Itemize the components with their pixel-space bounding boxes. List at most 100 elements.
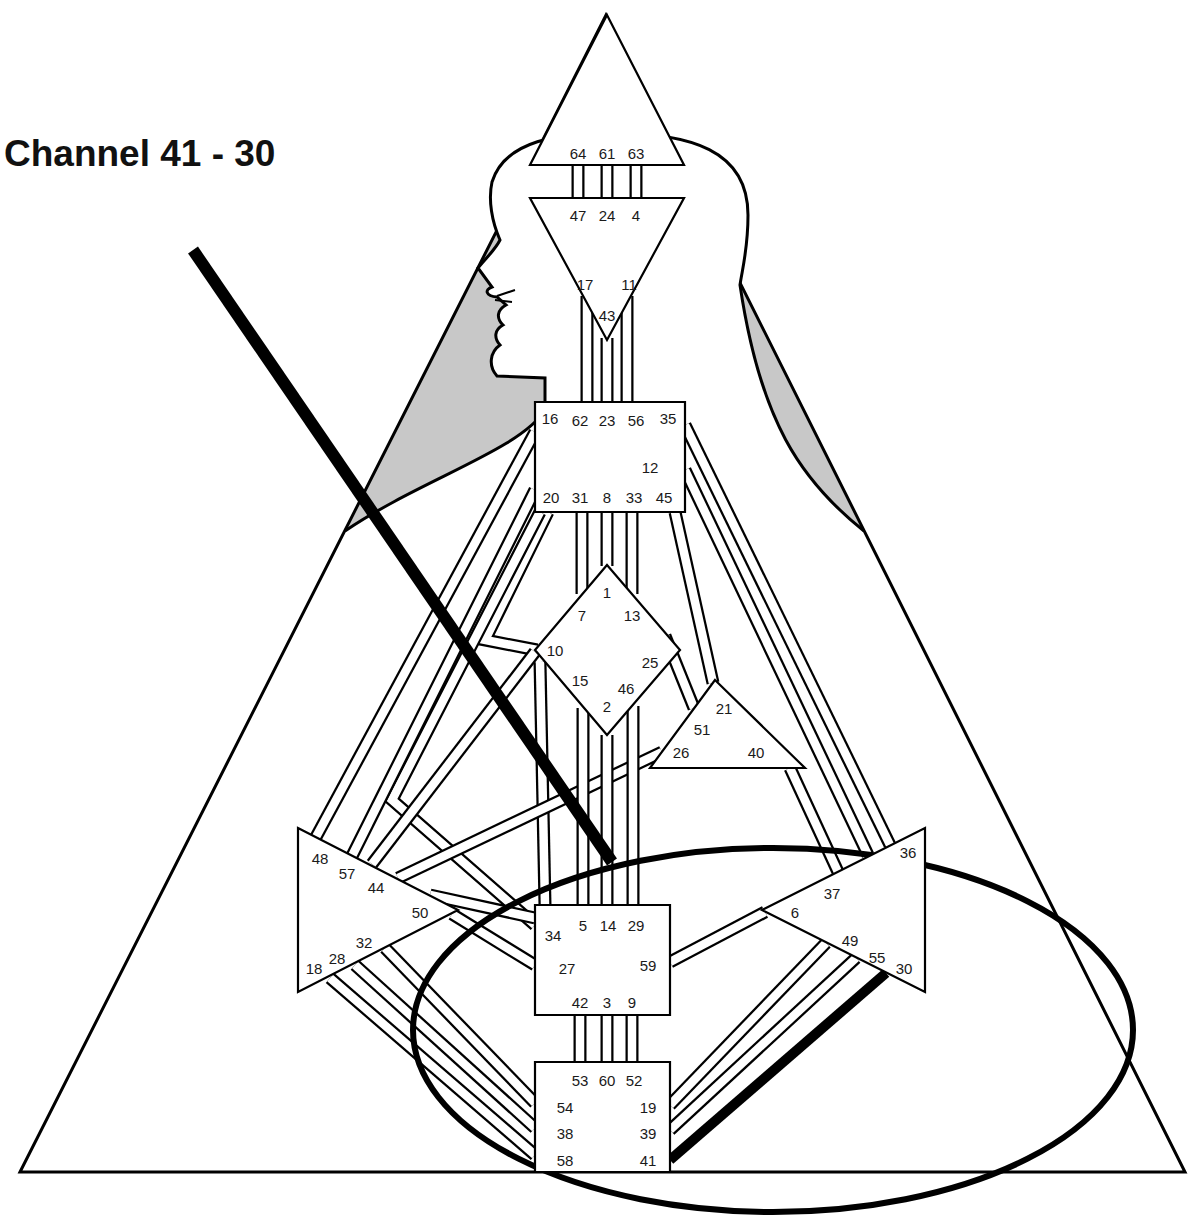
- gate-number: 1: [603, 585, 611, 600]
- center-shape: 536052541938395841: [535, 1062, 670, 1172]
- gate-number: 62: [572, 413, 589, 428]
- channel: [582, 512, 583, 594]
- channel: [330, 978, 535, 1155]
- channel-highlight: [670, 973, 886, 1160]
- gate-number: 47: [570, 208, 587, 223]
- channel-edge: [670, 943, 826, 1105]
- gate-number: 27: [559, 961, 576, 976]
- center-shape: 646163: [530, 15, 684, 165]
- gate-number: 56: [628, 413, 645, 428]
- channel-edge: [576, 512, 589, 594]
- gate-number: 26: [673, 745, 690, 760]
- center-outline: [762, 828, 925, 992]
- channel-edge: [398, 752, 662, 878]
- center-outline: [535, 1062, 670, 1172]
- channel-edge: [675, 512, 713, 683]
- gate-number: 58: [557, 1153, 574, 1168]
- channel-edge: [372, 652, 535, 864]
- channel-inner: [603, 338, 612, 402]
- channel-edge: [316, 432, 535, 837]
- gate-number: 32: [356, 935, 373, 950]
- channel-edge: [574, 1015, 587, 1062]
- gate-number: 16: [542, 411, 559, 426]
- center-shape: 48574450322818: [298, 828, 458, 992]
- channel-edge: [601, 165, 614, 198]
- channel: [632, 1015, 633, 1062]
- channel-inner: [790, 768, 838, 872]
- channel-edge: [790, 768, 838, 872]
- center-outline: [530, 15, 684, 165]
- channel-inner: [583, 296, 592, 402]
- gate-number: 9: [628, 995, 636, 1010]
- channel: [633, 706, 634, 905]
- center-shape: 36376495530: [762, 828, 925, 992]
- gate-number: 5: [579, 918, 587, 933]
- center-shape: 166223563512203183345: [535, 402, 685, 512]
- center-shape: 21512640: [650, 680, 805, 768]
- gate-number: 34: [545, 928, 562, 943]
- gate-number: 46: [618, 681, 635, 696]
- channel: [670, 943, 826, 1105]
- channel-inner: [670, 958, 856, 1130]
- gate-number: 13: [624, 608, 641, 623]
- channel-edge: [685, 425, 890, 845]
- channel-edge: [385, 948, 535, 1103]
- lips: [495, 290, 515, 302]
- channel: [540, 662, 545, 905]
- gate-number: 44: [368, 880, 385, 895]
- channel-edge: [601, 512, 614, 566]
- gate-number: 55: [869, 950, 886, 965]
- channel-inner: [372, 652, 535, 864]
- channel-inner: [629, 706, 638, 905]
- gate-number: 12: [642, 460, 659, 475]
- channel: [607, 1015, 608, 1062]
- channel-inner: [578, 512, 587, 594]
- channel: [607, 512, 608, 566]
- channel-inner: [628, 512, 637, 594]
- gate-number: 39: [640, 1126, 657, 1141]
- gate-number: 59: [640, 958, 657, 973]
- body-fill: [345, 133, 864, 531]
- channel-inner: [316, 432, 535, 837]
- channel: [607, 165, 608, 198]
- channel-inner: [603, 1015, 612, 1062]
- gate-number: 53: [572, 1073, 589, 1088]
- center-shape: 1713102515462: [535, 565, 680, 735]
- channel: [580, 1015, 581, 1062]
- channel-inner: [603, 512, 612, 566]
- gate-number: 38: [557, 1126, 574, 1141]
- body-outline: [345, 133, 864, 531]
- channel-inner: [330, 978, 535, 1155]
- channel: [685, 425, 890, 845]
- gate-number: 61: [599, 146, 616, 161]
- channel: [352, 490, 535, 856]
- gate-number: 19: [640, 1100, 657, 1115]
- gate-number: 24: [599, 208, 616, 223]
- gate-number: 35: [660, 411, 677, 426]
- gate-number: 7: [578, 608, 586, 623]
- gate-number: 4: [632, 208, 640, 223]
- gate-number: 50: [412, 905, 429, 920]
- channel-inner: [385, 948, 535, 1103]
- channel: [607, 735, 608, 905]
- channel-edge: [601, 735, 614, 905]
- channel-inner: [352, 490, 535, 856]
- gate-number: 23: [599, 413, 616, 428]
- channel-inner: [675, 512, 713, 683]
- channel: [632, 512, 633, 594]
- channel-edge: [330, 978, 535, 1155]
- channel-inner: [603, 165, 612, 198]
- channel-inner: [540, 662, 545, 905]
- center-outline: [535, 905, 670, 1015]
- gate-number: 45: [656, 490, 673, 505]
- channel: [790, 768, 838, 872]
- gate-number: 36: [900, 845, 917, 860]
- gate-number: 64: [570, 146, 587, 161]
- gate-number: 3: [603, 995, 611, 1010]
- channel-inner: [574, 165, 583, 198]
- channel: [398, 752, 662, 878]
- channel-inner: [632, 165, 641, 198]
- channel-inner: [398, 752, 662, 878]
- center-outline: [650, 680, 805, 768]
- channel-inner: [623, 296, 632, 402]
